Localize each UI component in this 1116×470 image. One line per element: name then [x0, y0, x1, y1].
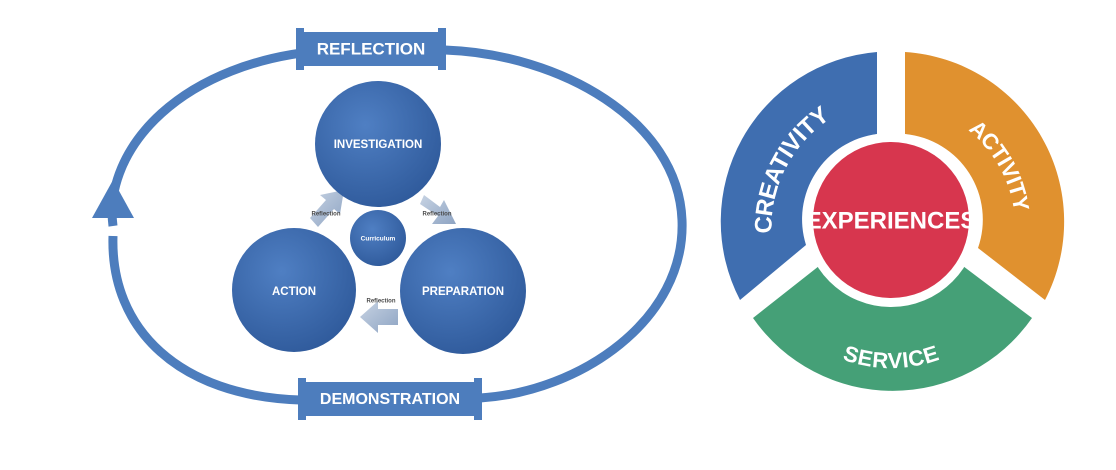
preparation-circle — [400, 228, 526, 354]
cas-diagram: EXPERIENCES CREATIVITY ACTIVITY SERVICE — [720, 52, 1065, 391]
outer-cycle-loop — [107, 45, 331, 227]
reflection-banner-label: REFLECTION — [317, 39, 426, 58]
action-label: ACTION — [272, 286, 316, 298]
investigation-circle — [315, 81, 441, 207]
reflection-label-bottom: Reflection — [366, 299, 395, 305]
cycle-diagram: REFLECTION DEMONSTRATION — [92, 28, 687, 420]
investigation-label: INVESTIGATION — [334, 139, 423, 151]
outer-cycle-loop-right — [444, 45, 687, 403]
creativity-segment — [720, 52, 877, 300]
cycle-arrow-head — [92, 180, 134, 218]
experiences-label: EXPERIENCES — [806, 207, 977, 234]
reflection-arrow-bottom — [360, 301, 398, 333]
experiences-circle — [813, 142, 969, 298]
reflection-label-left: Reflection — [311, 212, 340, 218]
demonstration-banner-label: DEMONSTRATION — [320, 391, 460, 408]
preparation-label: PREPARATION — [422, 286, 504, 298]
action-circle — [232, 228, 356, 352]
reflection-banner: REFLECTION — [296, 28, 446, 70]
curriculum-label: Curriculum — [361, 236, 396, 243]
service-segment — [753, 266, 1032, 391]
activity-segment — [905, 52, 1065, 300]
curriculum-circle — [350, 210, 406, 266]
reflection-label-right: Reflection — [422, 212, 451, 218]
outer-cycle-loop-bottom — [108, 235, 301, 405]
reflection-arrow-right — [420, 195, 456, 224]
demonstration-banner: DEMONSTRATION — [298, 378, 482, 420]
reflection-arrow-left — [310, 190, 344, 227]
